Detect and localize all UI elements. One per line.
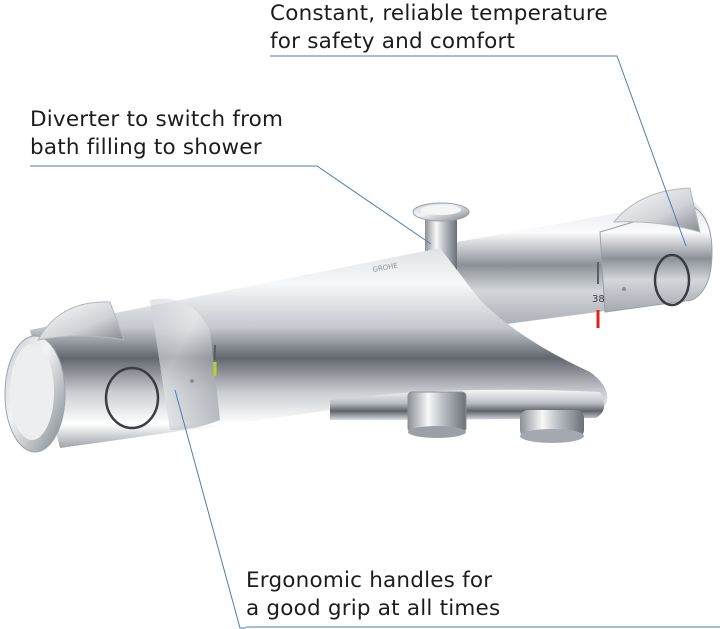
right-top-fin	[612, 187, 701, 233]
left-grip-ring	[104, 366, 160, 430]
temperature-marking: 38	[592, 294, 605, 305]
right-grip-ring	[653, 253, 691, 307]
leader-lines	[30, 55, 720, 629]
diverter-leader-line	[30, 165, 432, 245]
diverter-callout-line2: bath filling to shower	[30, 135, 262, 160]
temperature-callout: Constant, reliable temperature for safet…	[270, 0, 608, 56]
diverter-callout: Diverter to switch from bath filling to …	[30, 106, 283, 162]
temperature-callout-line1: Constant, reliable temperature	[270, 1, 608, 26]
handles-leader-line	[174, 389, 246, 629]
diverter-callout-line1: Diverter to switch from	[30, 107, 284, 132]
temperature-callout-line2: for safety and comfort	[270, 29, 516, 54]
left-top-fin	[37, 301, 125, 341]
wall-connectors	[407, 391, 584, 443]
handles-callout-line1: Ergonomic handles for	[246, 568, 493, 593]
right-thermostat-cylinder: 38	[440, 187, 713, 330]
handles-callout: Ergonomic handles for a good grip at all…	[246, 567, 500, 623]
left-handle-cap	[4, 301, 217, 453]
handles-callout-line2: a good grip at all times	[246, 596, 501, 621]
temperature-leader-line	[270, 55, 687, 247]
